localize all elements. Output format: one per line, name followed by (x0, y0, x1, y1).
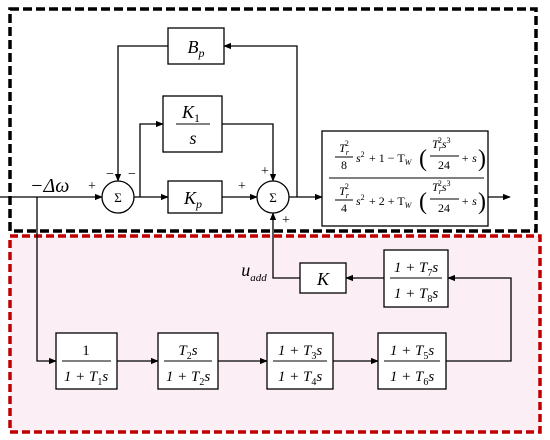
svg-text:+ 1 − TW: + 1 − TW (369, 151, 413, 167)
svg-text:K1: K1 (181, 102, 200, 125)
svg-text:+ s: + s (461, 194, 477, 208)
svg-text:1 + T8s: 1 + T8s (394, 286, 438, 305)
svg-text:s: s (189, 128, 196, 148)
integrator-block: K1 s (162, 95, 223, 153)
input-branch-wire (36, 197, 57, 365)
sign-sum2-integrator: + (261, 164, 269, 179)
lead-lag-block-5-6: 1 + T5s 1 + T6s (377, 332, 447, 390)
f4-to-f5-wire (446, 274, 512, 362)
svg-text:(: ( (419, 189, 427, 215)
lag-block-1: 1 1 + T1s (55, 332, 118, 390)
svg-text:Bp: Bp (188, 37, 205, 60)
svg-text:+ 2 + TW: + 2 + TW (369, 194, 413, 210)
svg-text:1 + T4s: 1 + T4s (278, 369, 322, 388)
svg-text:1 + T3s: 1 + T3s (278, 343, 322, 362)
svg-text:s2: s2 (356, 193, 365, 208)
sum-junction-1: Σ (101, 180, 135, 214)
feedback-to-bp-wire (223, 42, 298, 197)
upper-loop-region (8, 7, 538, 233)
sum-symbol: Σ (114, 190, 122, 205)
sign-sum1-feedback: − (106, 167, 114, 182)
sign-sum2-kp: + (238, 179, 246, 194)
bp-to-sum1-wire (114, 45, 168, 182)
svg-text:8: 8 (341, 158, 347, 172)
svg-text:24: 24 (438, 158, 450, 172)
washout-block-2: T2s 1 + T2s (157, 332, 219, 390)
svg-text:1 + T7s: 1 + T7s (394, 260, 438, 279)
svg-text:1: 1 (82, 343, 90, 359)
svg-text:): ) (478, 189, 486, 215)
sum-symbol: Σ (269, 190, 277, 205)
turbine-block: Tr2 8 s2 + 1 − TW ( Tr2s3 24 + s ) Tr2 4… (321, 130, 489, 227)
sum-junction-2: Σ (256, 180, 290, 214)
k-block: K (299, 262, 347, 294)
kp-block: Kp (167, 180, 223, 214)
svg-text:): ) (478, 146, 486, 172)
svg-text:Tr2: Tr2 (339, 182, 350, 200)
svg-text:4: 4 (341, 201, 347, 215)
svg-text:Tr2s3: Tr2s3 (432, 179, 450, 196)
turbine-denominator: Tr2 4 s2 + 2 + TW ( Tr2s3 24 + s ) (335, 179, 486, 215)
bp-block: Bp (167, 27, 225, 65)
svg-text:24: 24 (438, 201, 450, 215)
u-add-label: uadd (241, 260, 267, 284)
svg-text:+ s: + s (461, 151, 477, 165)
uadd-to-sum2-wire (269, 212, 300, 279)
svg-text:Kp: Kp (183, 188, 202, 211)
svg-text:1 + T1s: 1 + T1s (64, 369, 108, 388)
svg-text:Tr2: Tr2 (339, 139, 350, 157)
svg-text:1 + T2s: 1 + T2s (166, 369, 210, 388)
integrator-to-sum2-wire (222, 123, 277, 182)
input-label: −Δω (30, 175, 69, 197)
svg-text:(: ( (419, 146, 427, 172)
lead-lag-block-7-8: 1 + T7s 1 + T8s (383, 249, 449, 308)
sign-sum2-uadd: + (282, 213, 290, 228)
svg-text:1 + T6s: 1 + T6s (390, 369, 434, 388)
turbine-numerator: Tr2 8 s2 + 1 − TW ( Tr2s3 24 + s ) (335, 136, 486, 172)
sign-sum1-integrator: − (128, 167, 136, 182)
sum1-to-integrator-wire (139, 120, 164, 197)
lead-lag-block-3-4: 1 + T3s 1 + T4s (266, 332, 334, 390)
sign-sum1-input: + (88, 179, 96, 194)
svg-text:K: K (316, 269, 330, 289)
svg-text:T2s: T2s (178, 343, 197, 362)
svg-text:1 + T5s: 1 + T5s (390, 343, 434, 362)
svg-text:Tr2s3: Tr2s3 (432, 136, 450, 153)
svg-text:s2: s2 (356, 150, 365, 165)
